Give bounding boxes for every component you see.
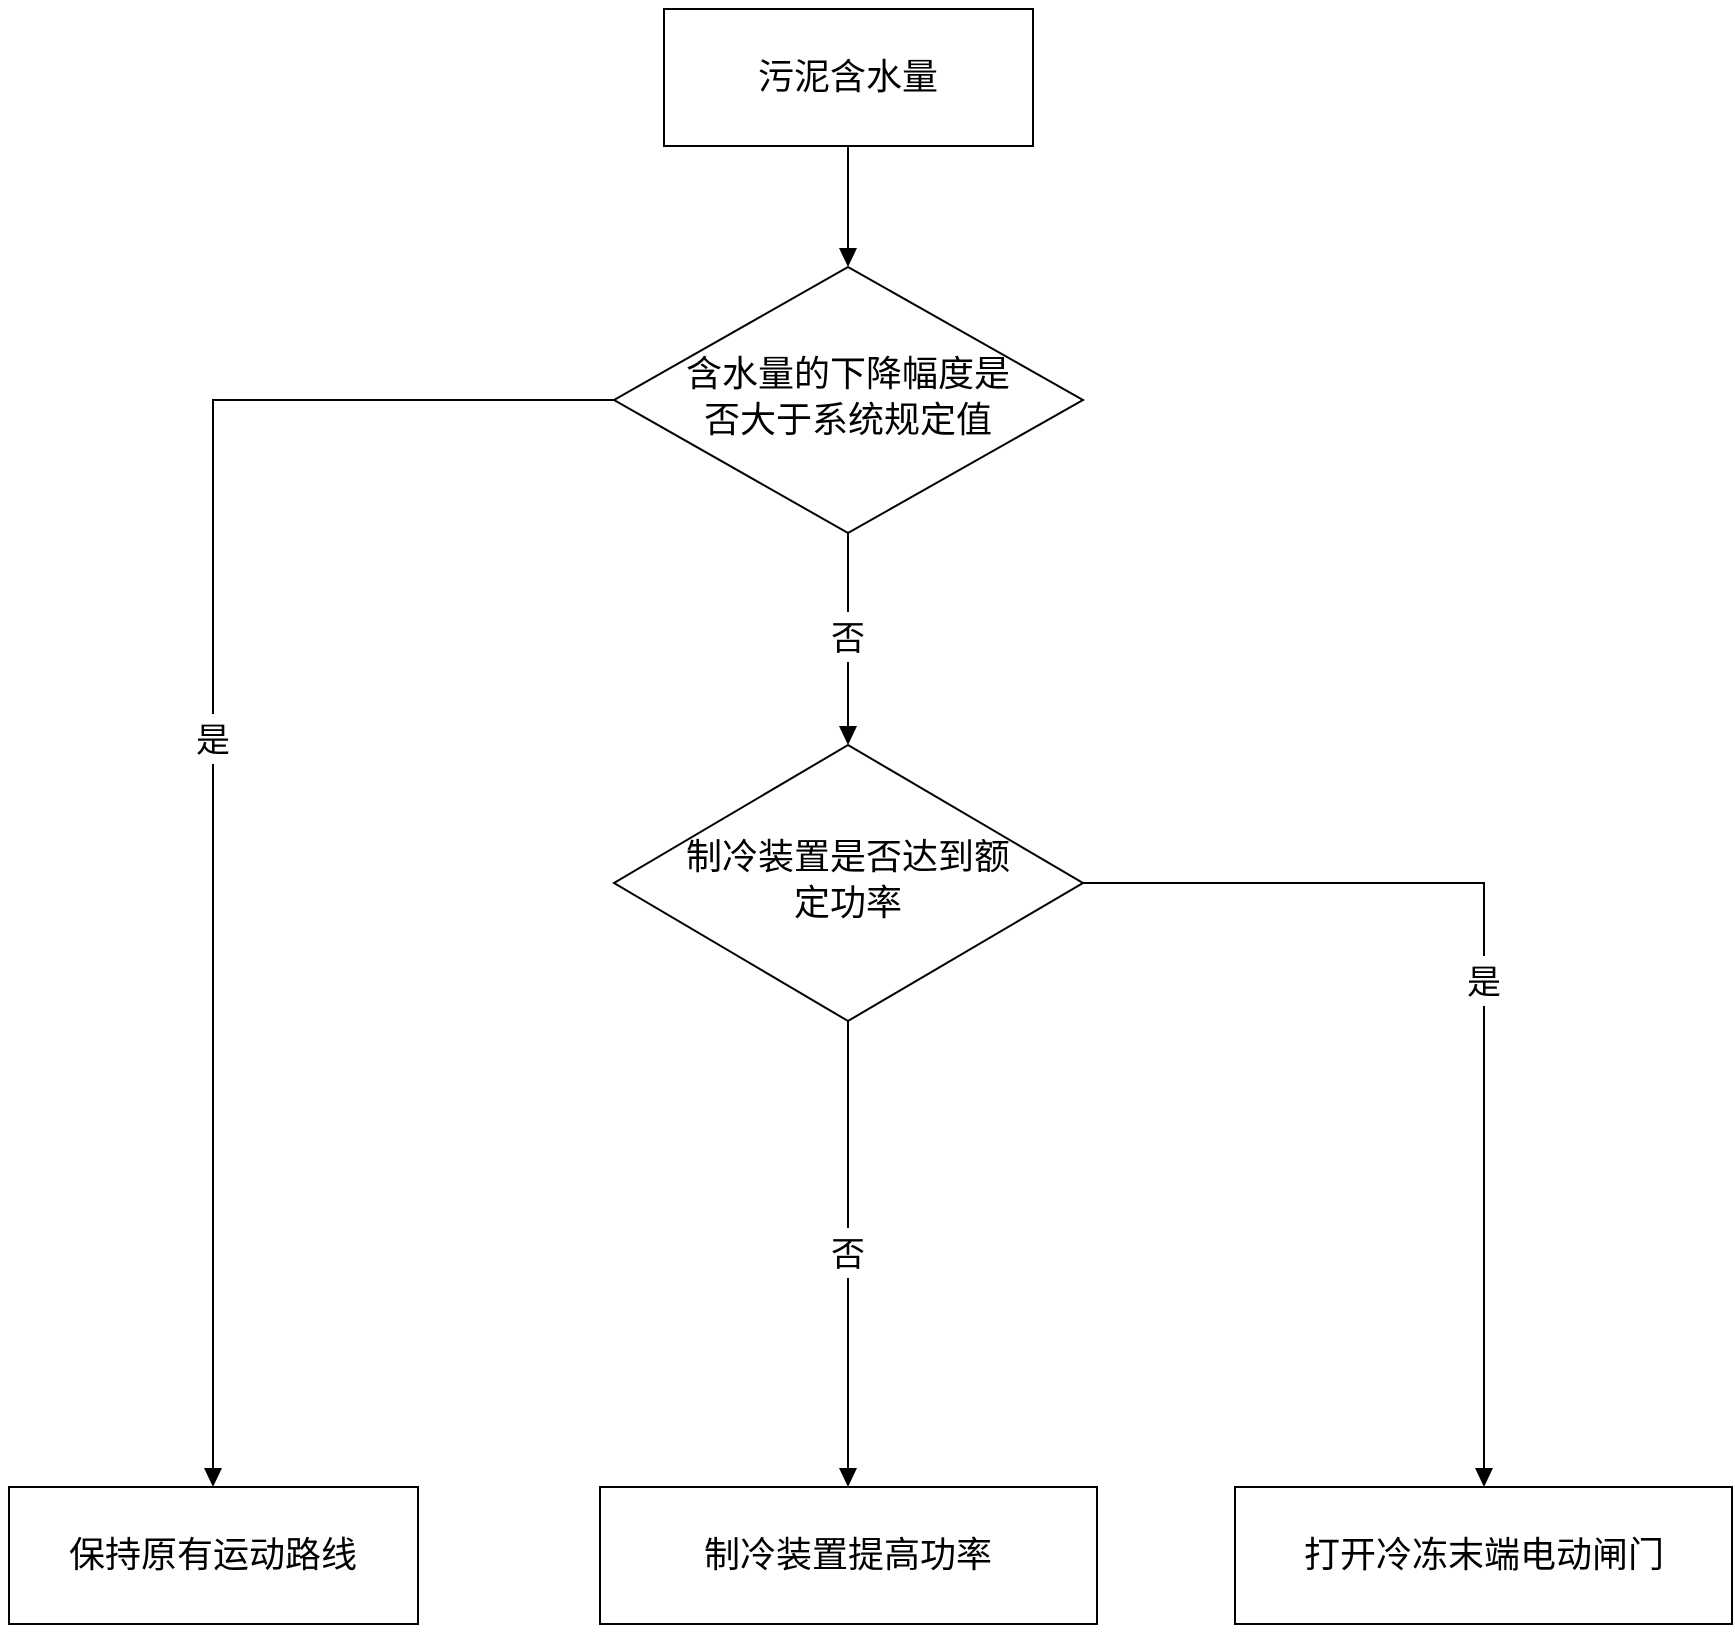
node-increase-cooling-power-label: 制冷装置提高功率 bbox=[704, 1535, 992, 1576]
node-sludge-water-content: 污泥含水量 bbox=[663, 8, 1034, 147]
decision-cooling-rated-power: 制冷装置是否达到额 定功率 bbox=[612, 743, 1085, 1023]
decision-cooling-rated-power-line2: 定功率 bbox=[794, 883, 902, 924]
node-increase-cooling-power: 制冷装置提高功率 bbox=[599, 1486, 1098, 1625]
edge-label-decision2-yes: 是 bbox=[1467, 963, 1501, 1003]
node-open-freezer-gate: 打开冷冻末端电动闸门 bbox=[1234, 1486, 1733, 1625]
arrow-decision2-yes bbox=[1083, 882, 1493, 1487]
decision-water-content-drop: 含水量的下降幅度是 否大于系统规定值 bbox=[611, 265, 1086, 535]
edge-label-decision1-no: 否 bbox=[831, 619, 865, 659]
node-keep-original-route-label: 保持原有运动路线 bbox=[69, 1535, 357, 1576]
decision-water-content-drop-line1: 含水量的下降幅度是 bbox=[686, 354, 1010, 395]
arrow-decision1-yes bbox=[204, 399, 614, 1487]
node-keep-original-route: 保持原有运动路线 bbox=[8, 1486, 419, 1625]
decision-cooling-rated-power-line1: 制冷装置是否达到额 bbox=[686, 837, 1010, 878]
edge-label-decision1-yes: 是 bbox=[196, 721, 230, 761]
node-open-freezer-gate-label: 打开冷冻末端电动闸门 bbox=[1304, 1535, 1664, 1576]
edge-label-decision2-no: 否 bbox=[831, 1235, 865, 1275]
decision-water-content-drop-line2: 否大于系统规定值 bbox=[704, 400, 992, 441]
arrow-start-to-decision1 bbox=[839, 146, 857, 267]
node-sludge-water-content-label: 污泥含水量 bbox=[758, 57, 938, 98]
